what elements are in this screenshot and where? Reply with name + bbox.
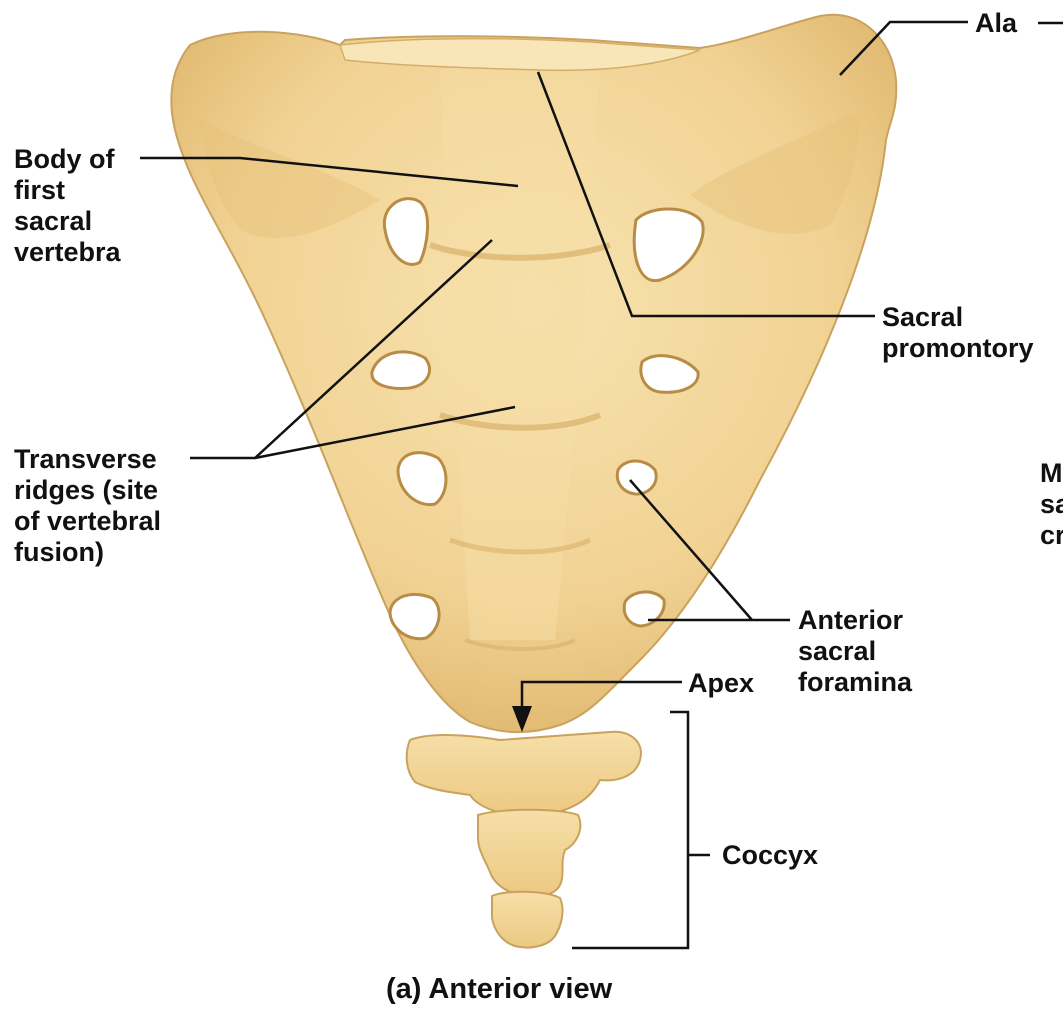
label-line: sacral xyxy=(14,206,121,237)
caption-text: (a) Anterior view xyxy=(386,974,612,1005)
label-line: vertebra xyxy=(14,237,121,268)
ala-trailing-dash xyxy=(1038,20,1063,26)
coccyx-segment-3 xyxy=(492,892,563,948)
label-cut-off: M sa cr xyxy=(1040,458,1063,551)
label-line: cr xyxy=(1040,520,1063,551)
label-line: promontory xyxy=(882,333,1034,364)
coccyx-segment-1 xyxy=(407,732,641,816)
label-line: ridges (site xyxy=(14,475,161,506)
label-line: Body of xyxy=(14,144,121,175)
label-line: of vertebral xyxy=(14,506,161,537)
label-body-of-first-sacral-vertebra: Body of first sacral vertebra xyxy=(14,144,121,268)
label-coccyx-text: Coccyx xyxy=(722,840,818,871)
foramen-left-2 xyxy=(372,352,430,389)
label-line: sa xyxy=(1040,489,1063,520)
label-coccyx: Coccyx xyxy=(722,840,818,871)
label-ala-text: Ala xyxy=(975,8,1017,39)
label-transverse-ridges: Transverse ridges (site of vertebral fus… xyxy=(14,444,161,568)
label-line: sacral xyxy=(798,636,912,667)
figure-caption: (a) Anterior view xyxy=(386,974,612,1005)
label-line: Anterior xyxy=(798,605,912,636)
label-ala: Ala xyxy=(975,8,1017,39)
label-apex: Apex xyxy=(688,668,754,699)
label-line: M xyxy=(1040,458,1063,489)
label-line: first xyxy=(14,175,121,206)
label-anterior-sacral-foramina: Anterior sacral foramina xyxy=(798,605,912,698)
label-line: Sacral xyxy=(882,302,1034,333)
coccyx-segment-2 xyxy=(478,810,580,897)
label-line: fusion) xyxy=(14,537,161,568)
label-line: foramina xyxy=(798,667,912,698)
label-apex-text: Apex xyxy=(688,668,754,699)
label-sacral-promontory: Sacral promontory xyxy=(882,302,1034,364)
label-line: Transverse xyxy=(14,444,161,475)
